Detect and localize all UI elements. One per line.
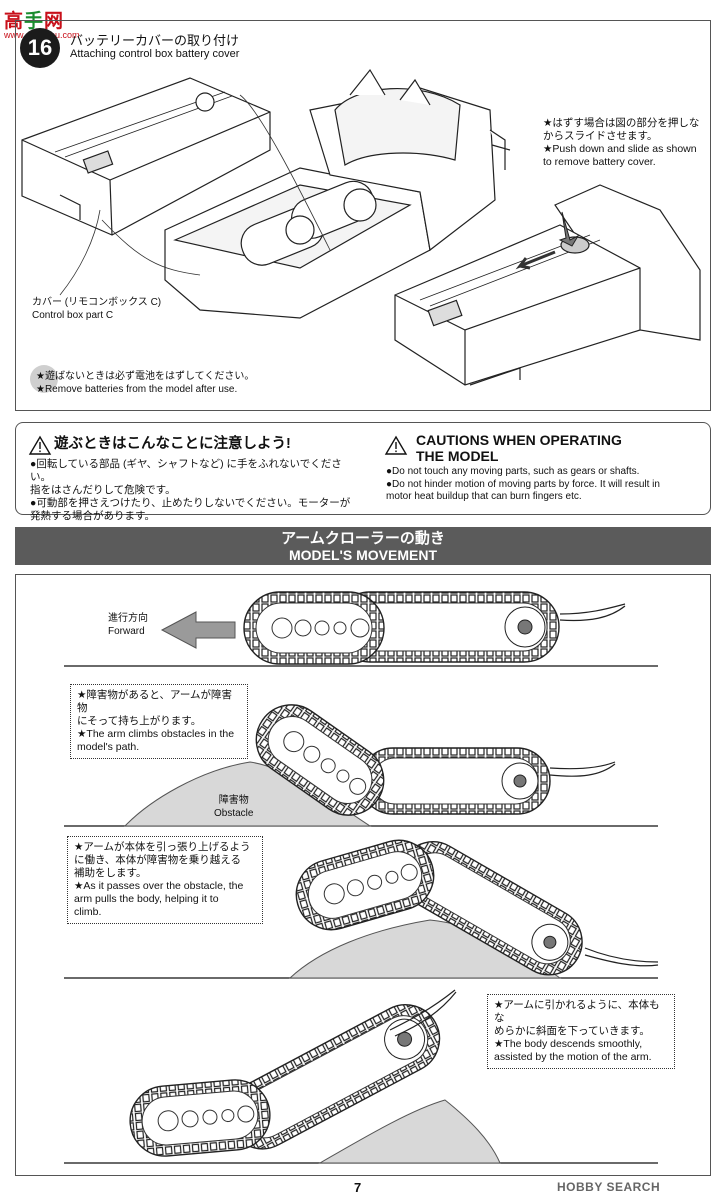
closed-box-illustration	[394, 184, 701, 386]
cautions-title-jp: 遊ぶときはこんなことに注意しよう!	[54, 436, 291, 452]
page-number: 7	[354, 1180, 362, 1195]
obstacle-label: 障害物 Obstacle	[214, 795, 254, 819]
crawler-3	[295, 839, 659, 976]
cautions-box	[15, 422, 711, 515]
cover-illustration	[21, 77, 271, 236]
crawler-1	[243, 591, 626, 665]
direction-label: 進行方向 Forward	[108, 613, 148, 637]
step-16-panel	[15, 20, 711, 411]
cautions-title-en: CAUTIONS WHEN OPERATING THE MODEL	[416, 432, 622, 464]
forward-arrow	[160, 611, 236, 649]
section-header: アームクローラーの動き MODEL'S MOVEMENT	[15, 527, 711, 565]
section-title-jp: アームクローラーの動き	[281, 530, 445, 547]
obstacle-shape	[318, 1099, 501, 1164]
step-title-jp: バッテリーカバーの取り付け	[70, 33, 240, 48]
cautions-list-jp: ●回転している部品 (ギヤ、シャフトなど) に手をふれないでください。 指をはさ…	[30, 458, 351, 522]
cover-part-label: カバー (リモコンボックス C) Control box part C	[32, 297, 162, 321]
slide-arrow	[515, 250, 556, 270]
step-title-en: Attaching control box battery cover	[70, 48, 240, 60]
watermark-logo: 高手网	[4, 11, 65, 32]
warning-icon	[28, 435, 408, 455]
star-badge-icon	[30, 365, 58, 393]
remove-cover-note: ★はずす場合は図の部分を押しな からスライドさせます。 ★Push down a…	[543, 117, 700, 168]
step-number-badge: 16	[20, 28, 60, 68]
source-watermark: HOBBY SEARCH	[557, 1180, 661, 1194]
caption-box-descend: ★アームに引かれるように、本体もな めらかに斜面を下っていきます。 ★The b…	[487, 994, 675, 1069]
caption-box-climb: ★障害物があると、アームが障害物 にそって持ち上がります。 ★The arm c…	[70, 684, 248, 759]
remove-batteries-note: ★遊ばないときは必ず電池をはずしてください。 ★Remove batteries…	[36, 371, 255, 395]
crawler-2	[255, 704, 616, 816]
movement-panel	[15, 574, 711, 1176]
caption-box-pull: ★アームが本体を引っ張り上げるよう に働き、本体が障害物を乗り越える 補助をしま…	[67, 836, 263, 924]
crawler-4	[129, 989, 457, 1157]
section-title-en: MODEL'S MOVEMENT	[289, 547, 437, 563]
cautions-list-en: ●Do not touch any moving parts, such as …	[386, 466, 660, 502]
battery-box-illustration	[164, 68, 511, 319]
push-arrow	[558, 211, 580, 247]
